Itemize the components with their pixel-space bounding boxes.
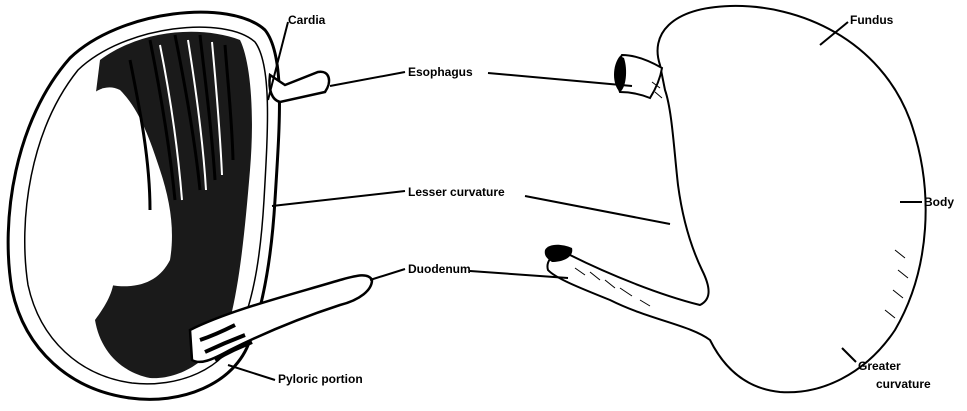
label-greater-curvature-line2: curvature [876,378,931,391]
label-esophagus: Esophagus [408,66,473,79]
label-fundus: Fundus [850,14,893,27]
label-cardia: Cardia [288,14,325,27]
leader-lesser-curvature-right [525,196,670,224]
label-duodenum: Duodenum [408,263,471,276]
leader-duodenum-left [370,269,405,280]
label-greater-curvature-line1: Greater [858,360,901,373]
label-pyloric-portion: Pyloric portion [278,373,363,386]
label-lesser-curvature: Lesser curvature [408,186,505,199]
label-body: Body [924,196,954,209]
leader-esophagus-left [330,72,405,86]
leader-esophagus-right [488,73,632,86]
stomach-exterior-view [545,6,926,392]
stomach-interior-view [8,12,372,399]
exterior-stomach-outline [547,6,925,392]
leader-pyloric [228,365,275,380]
leader-lesser-curvature-left [272,191,405,206]
